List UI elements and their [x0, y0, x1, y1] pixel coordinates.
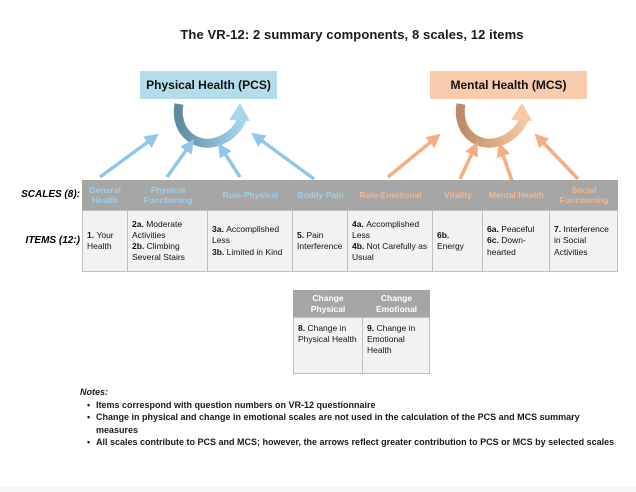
mental-health-mcs-box: Mental Health (MCS) — [430, 71, 587, 99]
bullet-dot: • — [87, 399, 91, 410]
item-6a: 6a. Peaceful — [487, 224, 535, 235]
item-4b: 4b. Not Carefully as Usual — [352, 241, 428, 263]
column-vitality: Vitality 6b. Energy — [432, 180, 483, 272]
column-header-bodily-pain: Bodily Pain — [293, 180, 348, 210]
notes-list: • Items correspond with question numbers … — [80, 399, 620, 449]
notes-section: Notes: • Items correspond with question n… — [80, 386, 620, 449]
column-social-functioning: Social Functioning 7. Interference in Soc… — [549, 180, 618, 272]
item-8: 8. Change in Physical Health — [298, 323, 357, 345]
item-9: 9. Change in Emotional Health — [367, 323, 416, 356]
mcs-curved-arrow — [455, 103, 530, 148]
pcs-box-label: Physical Health (PCS) — [146, 78, 271, 92]
item-2b: 2b. Climbing Several Stairs — [132, 241, 185, 263]
pcs-curved-arrowhead — [229, 103, 250, 121]
scales-table: General Health 1. Your Health Physical Fun… — [82, 180, 618, 272]
pcs-curved-arrow — [173, 103, 248, 148]
arrow-social-functioning-to-mcs — [534, 133, 580, 181]
arrow-role-emotional-to-mcs — [386, 133, 441, 179]
item-3b: 3b. Limited in Kind — [212, 246, 283, 257]
column-header-social-functioning: Social Functioning — [550, 180, 618, 210]
items-cell-bodily-pain: 5. Pain Interference — [292, 210, 348, 272]
bottom-strip — [0, 487, 636, 492]
item-5: 5. Pain Interference — [297, 229, 343, 251]
change-table: Change Physical 8. Change in Physical Hea… — [293, 290, 430, 374]
items-row-label: ITEMS (12:) — [25, 235, 80, 246]
item-3a: 3a. Accomplished Less — [212, 224, 280, 246]
note-text: Items correspond with question numbers o… — [96, 399, 376, 410]
arrow-bodily-pain-to-pcs — [251, 132, 316, 181]
column-change-physical: Change Physical 8. Change in Physical Hea… — [293, 290, 363, 374]
items-cell-change-emotional: 9. Change in Emotional Health — [362, 317, 430, 374]
diagram-title: The VR-12: 2 summary components, 8 scale… — [180, 27, 524, 42]
column-header-role-emotional: Role-Emotional — [348, 180, 433, 210]
arrow-general-health-to-pcs — [98, 133, 159, 179]
arrow-vitality-to-mcs — [458, 141, 478, 180]
items-cell-general-health: 1. Your Health — [82, 210, 128, 272]
column-header-general-health: General Health — [82, 180, 128, 210]
bullet-dot: • — [87, 437, 91, 447]
arrow-physical-functioning-to-pcs — [165, 139, 195, 179]
column-change-emotional: Change Emotional 9. Change in Emotional H… — [362, 290, 430, 374]
item-6b: 6b. Energy — [437, 229, 464, 251]
bullet-dot: • — [87, 412, 91, 422]
item-1: 1. Your Health — [87, 229, 114, 251]
note-text: All scales contribute to PCS and MCS; ho… — [96, 437, 615, 447]
items-cell-change-physical: 8. Change in Physical Health — [293, 317, 363, 374]
note-bullet: • Change in physical and change in emotio… — [80, 411, 620, 436]
arrow-role-physical-to-pcs — [218, 143, 242, 178]
column-header-role-physical: Role-Physical — [208, 180, 293, 210]
arrow-mental-health-to-mcs — [496, 142, 514, 182]
mcs-curved-arrowhead — [511, 103, 532, 121]
item-2a: 2a. Moderate Activities — [132, 218, 183, 240]
item-4a: 4a. Accomplished Less — [352, 218, 420, 240]
item-6c: 6c. Down-hearted — [487, 235, 526, 257]
column-bodily-pain: Bodily Pain 5. Pain Interference — [292, 180, 348, 272]
note-bullet: • All scales contribute to PCS and MCS; h… — [80, 436, 620, 449]
column-header-physical-functioning: Physical Functioning — [128, 180, 208, 210]
item-7: 7. Interference in Social Activities — [554, 224, 609, 257]
mcs-box-label: Mental Health (MCS) — [450, 78, 567, 92]
physical-health-pcs-box: Physical Health (PCS) — [140, 71, 277, 99]
column-header-mental-health: Mental Health — [483, 180, 550, 210]
items-cell-social-functioning: 7. Interference in Social Activities — [549, 210, 618, 272]
column-header-change-emotional: Change Emotional — [363, 290, 430, 317]
column-header-vitality: Vitality — [433, 180, 483, 210]
column-general-health: General Health 1. Your Health — [82, 180, 128, 272]
items-cell-vitality: 6b. Energy — [432, 210, 483, 272]
note-text: Change in physical and change in emotion… — [96, 412, 580, 435]
notes-label: Notes: — [80, 387, 109, 397]
scales-row-label: SCALES (8): — [21, 189, 80, 200]
column-header-change-physical: Change Physical — [293, 290, 363, 317]
note-bullet: • Items correspond with question numbers … — [80, 399, 620, 412]
